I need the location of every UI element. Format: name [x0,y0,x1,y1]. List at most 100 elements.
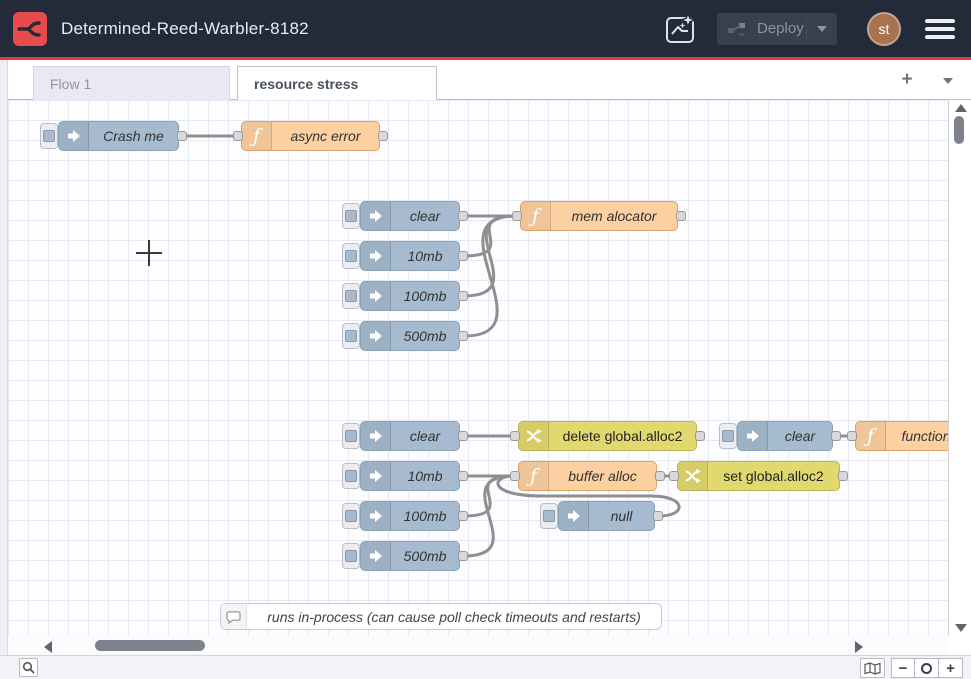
zoom-in-button[interactable]: + [939,658,963,678]
scroll-left-arrow-icon[interactable] [44,641,52,653]
output-port[interactable] [676,211,686,221]
input-port[interactable] [669,471,679,481]
output-port[interactable] [378,131,388,141]
input-port[interactable] [510,431,520,441]
node-null[interactable]: null [558,501,655,531]
inject-trigger-button[interactable] [342,323,360,349]
node-delete-global-alloc2[interactable]: delete global.alloc2 [518,421,697,451]
wire-layer [8,100,948,636]
search-button[interactable] [19,658,38,677]
node-set-global-alloc2[interactable]: set global.alloc2 [677,461,840,491]
horizontal-scrollbar[interactable] [8,636,948,655]
output-port[interactable] [458,511,468,521]
node-10mb-2[interactable]: 10mb [360,461,460,491]
scroll-right-arrow-icon[interactable] [855,641,863,653]
header-bar: Determined-Reed-Warbler-8182 Deploy st [0,0,971,60]
input-port[interactable] [512,211,522,221]
node-label: function [886,428,948,444]
node-icon-area: ƒ [521,202,551,230]
node-label: delete global.alloc2 [549,428,696,444]
node-crash-me[interactable]: Crash me [58,121,179,151]
node-label: buffer alloc [549,468,656,484]
inject-arrow-icon [368,328,384,344]
output-port[interactable] [177,131,187,141]
navigator-button[interactable] [860,658,885,678]
zoom-reset-button[interactable] [915,658,939,678]
user-avatar[interactable]: st [867,12,901,46]
inject-trigger-inner [345,330,357,342]
inject-trigger-button[interactable] [40,123,58,149]
main-menu-icon[interactable] [925,19,955,39]
flowfuse-logo-icon[interactable] [13,12,47,46]
zoom-controls: − + [891,658,963,678]
input-port[interactable] [847,431,857,441]
inject-trigger-button[interactable] [342,283,360,309]
tab-resource-stress-label: resource stress [254,76,358,92]
scroll-up-arrow-icon[interactable] [955,104,967,112]
add-flow-button[interactable]: + [895,68,919,92]
vertical-scrollbar[interactable] [948,100,971,636]
node-label: 10mb [391,248,459,264]
deploy-button[interactable]: Deploy [717,13,837,45]
tab-flow-1[interactable]: Flow 1 [33,66,230,100]
output-port[interactable] [653,511,663,521]
flow-list-caret-icon[interactable] [943,78,953,84]
node-100mb-1[interactable]: 100mb [360,281,460,311]
page-title: Determined-Reed-Warbler-8182 [61,19,309,39]
inject-trigger-inner [345,470,357,482]
output-port[interactable] [458,211,468,221]
inject-trigger-inner [345,550,357,562]
node-icon-area [361,502,391,530]
output-port[interactable] [458,471,468,481]
output-port[interactable] [831,431,841,441]
tab-resource-stress[interactable]: resource stress [237,66,437,101]
node-icon-area [559,502,589,530]
node-100mb-2[interactable]: 100mb [360,501,460,531]
inject-trigger-button[interactable] [342,463,360,489]
node-mem-alocator[interactable]: ƒmem alocator [520,201,678,231]
scroll-down-arrow-icon[interactable] [955,624,967,632]
output-port[interactable] [695,431,705,441]
node-icon-area: ƒ [519,462,549,490]
output-port[interactable] [458,291,468,301]
inject-trigger-button[interactable] [342,503,360,529]
node-10mb-1[interactable]: 10mb [360,241,460,271]
workspace-tab-bar: Flow 1 resource stress + [8,60,971,100]
node-label: set global.alloc2 [708,468,839,484]
output-port[interactable] [458,251,468,261]
node-icon-area: ƒ [856,422,886,450]
output-port[interactable] [655,471,665,481]
input-port[interactable] [510,471,520,481]
inject-trigger-button[interactable] [342,543,360,569]
inject-trigger-button[interactable] [540,503,558,529]
inject-trigger-button[interactable] [342,203,360,229]
map-icon [864,662,881,675]
function-icon: ƒ [532,207,539,226]
zoom-out-button[interactable]: − [891,658,915,678]
node-clear-3[interactable]: clear [737,421,833,451]
deploy-dropdown-caret-icon[interactable] [817,26,827,32]
node-500mb-2[interactable]: 500mb [360,541,460,571]
output-port[interactable] [458,331,468,341]
node-async-error[interactable]: ƒasync error [241,121,380,151]
node-clear-2[interactable]: clear [360,421,460,451]
node-comment[interactable]: runs in-process (can cause poll check ti… [220,603,662,630]
node-buffer-alloc[interactable]: ƒbuffer alloc [518,461,657,491]
node-500mb-1[interactable]: 500mb [360,321,460,351]
inject-trigger-button[interactable] [342,243,360,269]
scrollbar-corner [948,636,971,655]
inject-trigger-button[interactable] [342,423,360,449]
horizontal-scroll-thumb[interactable] [95,640,205,651]
node-function[interactable]: ƒfunction [855,421,948,451]
assistant-sparkle-icon[interactable] [661,10,699,48]
inject-trigger-button[interactable] [719,423,737,449]
output-port[interactable] [458,551,468,561]
output-port[interactable] [458,431,468,441]
vertical-scroll-thumb[interactable] [954,116,964,144]
node-clear-1[interactable]: clear [360,201,460,231]
output-port[interactable] [838,471,848,481]
node-label: 10mb [391,468,459,484]
node-icon-area [519,422,549,450]
flow-canvas[interactable]: Crash me ƒasync error clear 10mb 100mb 500mb ƒ… [8,100,948,636]
input-port[interactable] [233,131,243,141]
